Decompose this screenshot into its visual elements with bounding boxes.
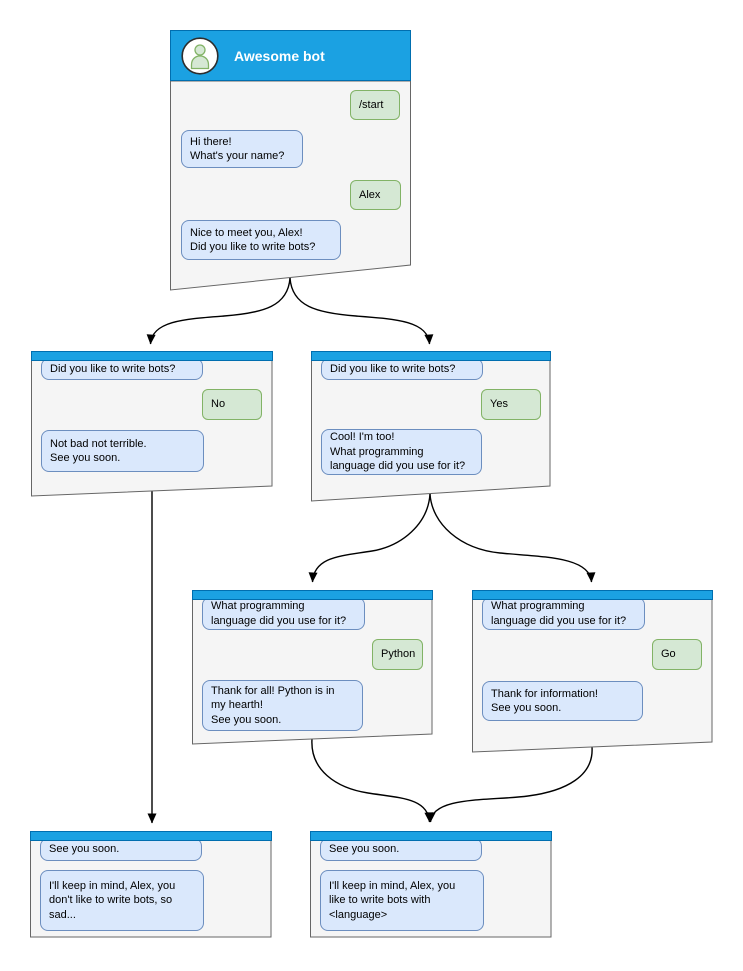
bot-message-bubble: Nice to meet you, Alex! Did you like to … xyxy=(181,220,341,260)
node-no-branch: Did you like to write bots? No Not bad n… xyxy=(31,351,273,498)
bot-message-bubble: Did you like to write bots? xyxy=(41,358,203,380)
node-yes-branch: Did you like to write bots? Yes Cool! I'… xyxy=(311,351,551,503)
bot-message-bubble: Thank for information! See you soon. xyxy=(482,681,643,721)
bot-message-bubble: Not bad not terrible. See you soon. xyxy=(41,430,204,472)
bot-message-bubble: What programming language did you use fo… xyxy=(202,597,365,630)
bot-message-bubble: What programming language did you use fo… xyxy=(482,597,645,630)
card-header-strip xyxy=(31,351,273,361)
node-go-branch: What programming language did you use fo… xyxy=(472,590,713,754)
card-header-strip xyxy=(30,831,272,841)
card-header-strip xyxy=(472,590,713,600)
node-python-branch: What programming language did you use fo… xyxy=(192,590,433,746)
edge-yes-to-go-branch xyxy=(429,493,596,583)
user-message-bubble: Alex xyxy=(350,180,401,210)
user-message-bubble: Go xyxy=(652,639,702,670)
bot-avatar-icon xyxy=(181,36,219,75)
bot-message-bubble: I'll keep in mind, Alex, you like to wri… xyxy=(320,870,484,931)
bot-message-bubble: I'll keep in mind, Alex, you don't like … xyxy=(40,870,204,931)
card-header-strip xyxy=(310,831,552,841)
edge-python-to-lang-final xyxy=(311,738,434,823)
node-sad-final: See you soon. I'll keep in mind, Alex, y… xyxy=(30,831,272,938)
bot-message-bubble: See you soon. xyxy=(40,838,202,861)
chat-header: Awesome bot xyxy=(170,30,411,81)
user-message-bubble: Yes xyxy=(481,389,541,420)
bot-message-bubble: Thank for all! Python is in my hearth! S… xyxy=(202,680,363,731)
bot-message-bubble: Hi there! What's your name? xyxy=(181,130,303,168)
edge-yes-to-python-branch xyxy=(308,493,431,583)
bot-message-bubble: See you soon. xyxy=(320,838,482,861)
card-header-strip xyxy=(311,351,551,361)
bot-message-bubble: Did you like to write bots? xyxy=(321,358,483,380)
bot-name-title: Awesome bot xyxy=(234,47,325,64)
bot-message-bubble: Cool! I'm too! What programming language… xyxy=(321,429,482,475)
edge-go-to-lang-final xyxy=(426,746,593,823)
card-header-strip xyxy=(192,590,433,600)
node-lang-final: See you soon. I'll keep in mind, Alex, y… xyxy=(310,831,552,938)
user-message-bubble: No xyxy=(202,389,262,420)
user-message-bubble: Python xyxy=(372,639,423,670)
node-awesome-bot: Awesome bot /start Hi there! What's your… xyxy=(170,30,411,292)
user-message-bubble: /start xyxy=(350,90,400,120)
